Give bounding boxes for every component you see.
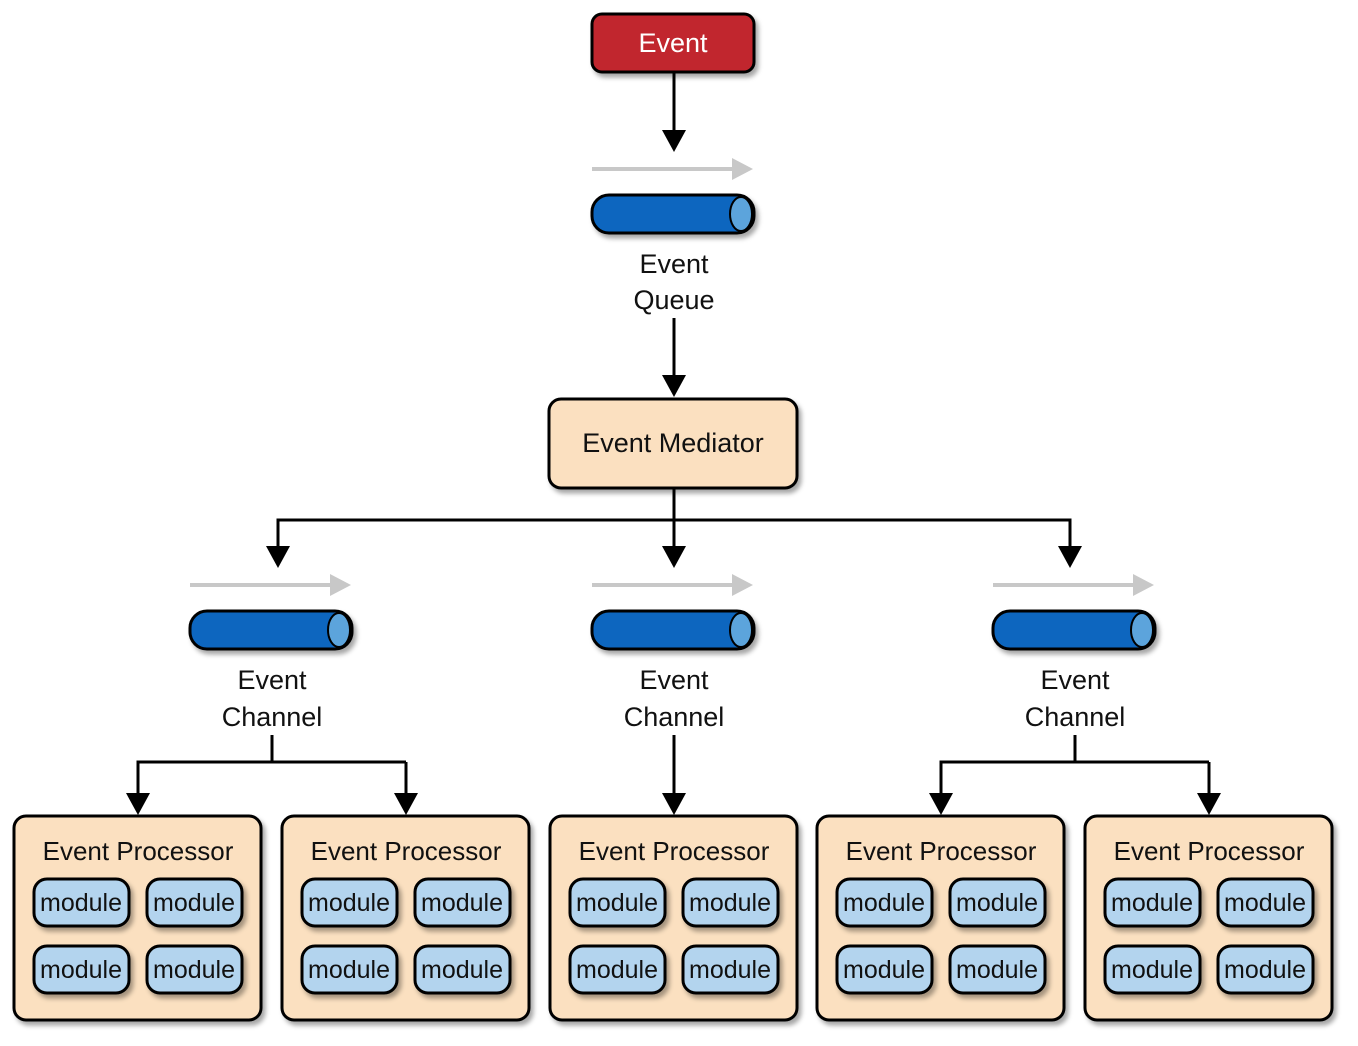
svg-text:module: module <box>843 956 925 984</box>
module-box: module <box>145 944 244 995</box>
arrowhead-mediator <box>662 375 686 397</box>
module-box: module <box>1216 877 1315 928</box>
channel-label-line1: Event <box>237 665 307 695</box>
arrowhead-processor-2 <box>394 793 418 815</box>
connectors <box>136 73 1211 795</box>
event-mediator-node: Event Mediator <box>547 397 799 490</box>
svg-text:module: module <box>689 956 771 984</box>
channel-label-line1: Event <box>1040 665 1110 695</box>
arrowhead-channel1 <box>266 546 290 568</box>
arrowhead-processor-3 <box>662 793 686 815</box>
event-node: Event <box>590 12 756 74</box>
svg-text:module: module <box>40 889 122 917</box>
svg-text:module: module <box>1224 889 1306 917</box>
arrowheads <box>126 130 1221 815</box>
svg-text:module: module <box>956 889 1038 917</box>
channel-label-line2: Channel <box>624 702 725 732</box>
connector-mediator-branch <box>276 518 1072 548</box>
module-box: module <box>413 877 512 928</box>
svg-text:module: module <box>308 889 390 917</box>
event-processor-3: Event Processor module module module mod… <box>548 814 799 1022</box>
channel-flow-arrow <box>190 574 351 596</box>
module-box: module <box>681 877 780 928</box>
queue-label-line1: Event <box>639 249 709 279</box>
svg-text:module: module <box>421 889 503 917</box>
module-box: module <box>835 944 934 995</box>
arrowhead-processor-4 <box>929 793 953 815</box>
svg-text:module: module <box>421 956 503 984</box>
arrowhead-channel3 <box>1058 546 1082 568</box>
module-box: module <box>1216 944 1315 995</box>
svg-text:module: module <box>576 956 658 984</box>
module-box: module <box>300 877 399 928</box>
module-box: module <box>568 944 667 995</box>
processor-title: Event Processor <box>311 836 502 866</box>
queue-label-line2: Queue <box>633 285 714 315</box>
event-processor-5: Event Processor module module module mod… <box>1083 814 1334 1022</box>
svg-text:module: module <box>153 889 235 917</box>
svg-text:module: module <box>1111 956 1193 984</box>
module-box: module <box>948 877 1047 928</box>
channel-label-line2: Channel <box>1025 702 1126 732</box>
queue-flow-arrow <box>592 158 753 180</box>
module-box: module <box>300 944 399 995</box>
event-label: Event <box>638 28 708 58</box>
arrowhead-channel2 <box>662 546 686 568</box>
processor-title: Event Processor <box>579 836 770 866</box>
svg-text:module: module <box>153 956 235 984</box>
channel-pipe-icon <box>188 609 354 651</box>
module-box: module <box>145 877 244 928</box>
svg-text:module: module <box>1224 956 1306 984</box>
module-box: module <box>681 944 780 995</box>
module-box: module <box>948 944 1047 995</box>
channel-label-line2: Channel <box>222 702 323 732</box>
channel-pipe-icon <box>590 609 756 651</box>
svg-text:module: module <box>576 889 658 917</box>
queue-pipe-icon <box>590 193 756 235</box>
mediator-label: Event Mediator <box>582 428 764 458</box>
processor-title: Event Processor <box>43 836 234 866</box>
event-channel-1: Event Channel <box>188 574 354 732</box>
module-box: module <box>32 944 131 995</box>
arrowhead-processor-5 <box>1197 793 1221 815</box>
channel-flow-arrow <box>592 574 753 596</box>
module-box: module <box>1103 877 1202 928</box>
module-box: module <box>32 877 131 928</box>
processor-title: Event Processor <box>1114 836 1305 866</box>
channel-flow-arrow <box>993 574 1154 596</box>
svg-text:module: module <box>689 889 771 917</box>
channel-pipe-icon <box>991 609 1157 651</box>
module-box: module <box>413 944 512 995</box>
connector-channel1-branch <box>136 735 274 795</box>
event-processor-4: Event Processor module module module mod… <box>815 814 1066 1022</box>
event-queue: Event Queue <box>590 158 756 315</box>
svg-text:module: module <box>40 956 122 984</box>
arrowhead-processor-1 <box>126 793 150 815</box>
event-channel-3: Event Channel <box>991 574 1157 732</box>
connector-channel3-branch <box>939 735 1077 795</box>
processor-title: Event Processor <box>846 836 1037 866</box>
module-box: module <box>835 877 934 928</box>
event-processor-1: Event Processor module module module mod… <box>12 814 263 1022</box>
module-box: module <box>568 877 667 928</box>
svg-text:module: module <box>308 956 390 984</box>
channel-label-line1: Event <box>639 665 709 695</box>
arrowhead-queue <box>662 130 686 152</box>
svg-text:module: module <box>843 889 925 917</box>
svg-text:module: module <box>1111 889 1193 917</box>
event-channel-2: Event Channel <box>590 574 756 732</box>
module-box: module <box>1103 944 1202 995</box>
svg-text:module: module <box>956 956 1038 984</box>
event-processor-2: Event Processor module module module mod… <box>280 814 531 1022</box>
